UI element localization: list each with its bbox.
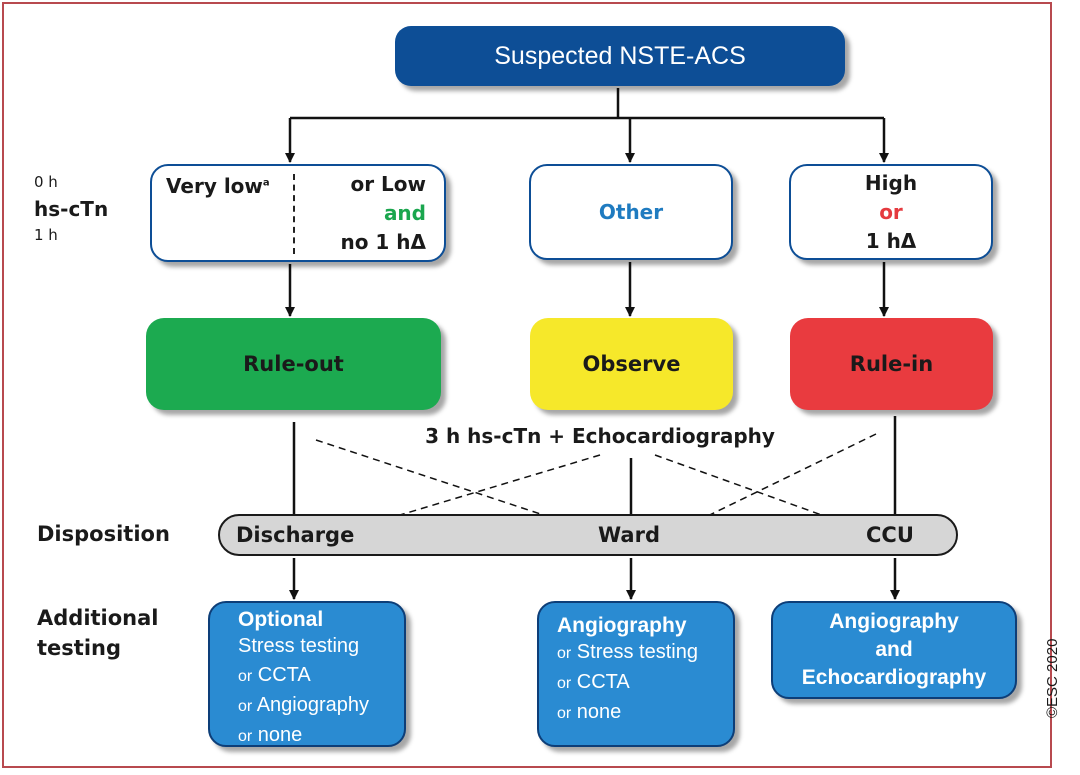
testing-discharge-box: Optional Stress testing or CCTA or Angio… xyxy=(208,601,406,747)
1h-delta-text: 1 hΔ xyxy=(865,228,917,253)
rule-in-box: Rule-in xyxy=(790,318,993,410)
echocardiography-head: Echocardiography xyxy=(801,666,987,689)
stress-testing-line: or Stress testing xyxy=(557,641,698,663)
optional-head: Optional xyxy=(238,608,324,631)
no-1h-delta-text: no 1 hΔ xyxy=(340,229,426,254)
ccta-line: or CCTA xyxy=(557,671,630,693)
criteria-high-box: High or 1 hΔ xyxy=(789,164,993,260)
observe-box: Observe xyxy=(530,318,733,410)
diagram-frame xyxy=(2,2,1052,768)
rule-out-text: Rule-out xyxy=(243,352,344,376)
stress-testing-line: Stress testing xyxy=(238,635,360,657)
none-line: or none xyxy=(557,701,622,723)
testing-ward-box: Angiography or Stress testing or CCTA or… xyxy=(537,601,735,747)
rule-out-box: Rule-out xyxy=(146,318,441,410)
disposition-bar xyxy=(218,514,958,556)
observe-text: Observe xyxy=(582,352,681,376)
copyright-text: ©ESC 2020 xyxy=(1044,638,1061,718)
criteria-low-box: Very lowa or Low and no 1 hΔ xyxy=(150,164,446,262)
observe-note: 3 h hs-cTn + Echocardiography xyxy=(425,424,775,448)
disposition-label: Disposition xyxy=(37,522,170,546)
ccu-label: CCU xyxy=(866,523,914,547)
ward-label: Ward xyxy=(598,523,660,547)
none-line: or none xyxy=(238,724,303,746)
very-low-text: Very lowa xyxy=(166,174,270,198)
and-head: and xyxy=(875,638,913,661)
discharge-label: Discharge xyxy=(236,523,355,547)
time-1h-label: 1 h xyxy=(34,226,58,244)
dashed-rule-out-to-ward xyxy=(315,439,581,529)
low-half: or Low and no 1 hΔ xyxy=(298,166,444,260)
angiography-head: Angiography xyxy=(829,610,959,633)
additional-testing-label-2: testing xyxy=(37,636,121,660)
and-text: and xyxy=(383,200,426,225)
angiography-line: or Angiography xyxy=(238,694,369,716)
very-low-half: Very lowa xyxy=(152,166,298,260)
footnote-mark: a xyxy=(262,177,270,189)
time-0h-label: 0 h xyxy=(34,173,58,191)
dashed-divider xyxy=(293,174,295,254)
title-text: Suspected NSTE-ACS xyxy=(494,41,746,70)
criteria-other-box: Other xyxy=(529,164,733,260)
rule-in-text: Rule-in xyxy=(849,352,934,376)
other-text: Other xyxy=(598,199,664,224)
or-low-text: or Low xyxy=(350,171,426,196)
hs-ctn-label: hs-cTn xyxy=(34,197,109,221)
title-box: Suspected NSTE-ACS xyxy=(395,26,845,86)
or-text: or xyxy=(879,199,903,224)
additional-testing-label-1: Additional xyxy=(37,606,159,630)
ccta-line: or CCTA xyxy=(238,664,311,686)
testing-ccu-box: Angiography and Echocardiography xyxy=(771,601,1017,699)
high-text: High xyxy=(864,170,918,195)
angiography-head: Angiography xyxy=(557,614,687,637)
